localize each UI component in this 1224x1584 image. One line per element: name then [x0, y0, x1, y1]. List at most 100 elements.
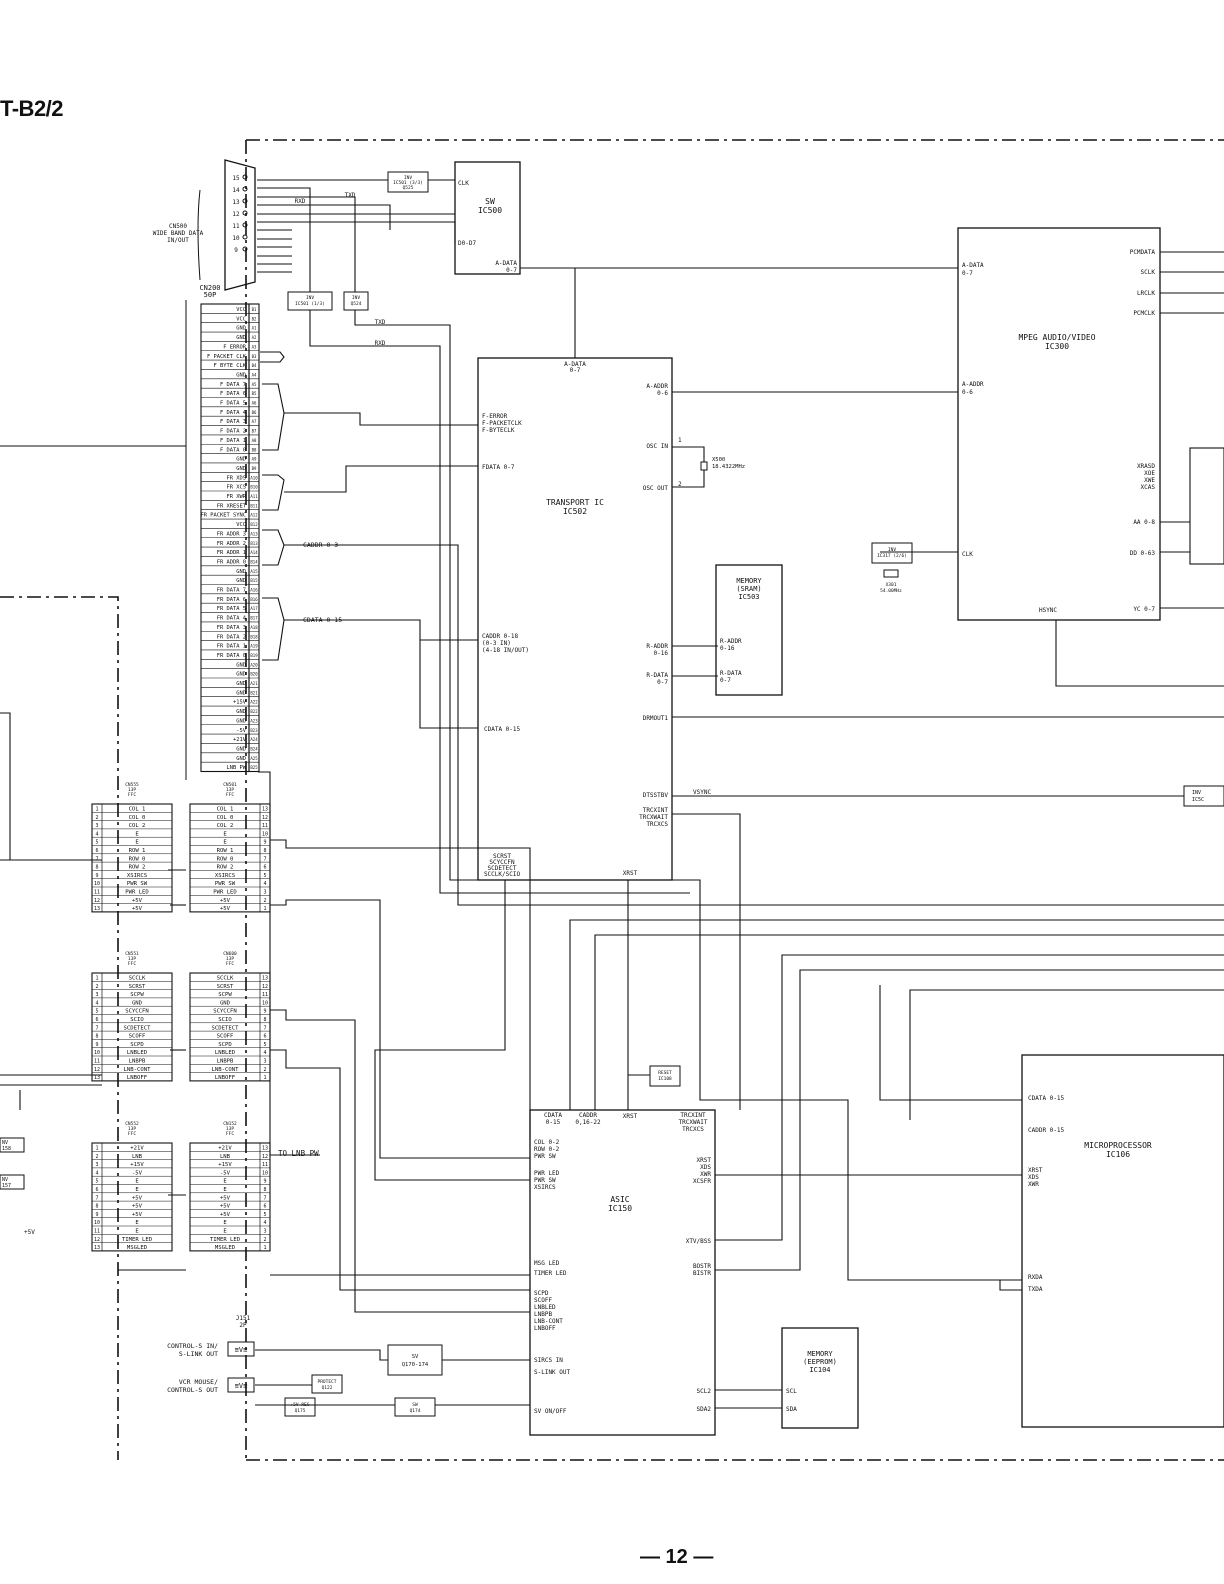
- inv-ic501-3-label: INV: [404, 175, 412, 181]
- pin-label: XOE: [1144, 470, 1155, 477]
- pin-label: TRCXINT: [643, 807, 669, 814]
- cn200-row-label: +21V: [233, 737, 247, 743]
- cn200-row-label: FR XCS: [227, 485, 246, 491]
- cn200-pin-number: B11: [250, 503, 258, 508]
- cn500-pin-number: 13: [232, 199, 240, 206]
- cn200-row-label: FR ADDR 0: [217, 559, 246, 565]
- pin-label: XCAS: [1141, 484, 1156, 491]
- cn552-row-label: +5V: [132, 1195, 143, 1201]
- crystal-x500-label: X500: [712, 457, 725, 463]
- cn501-row-label: +5V: [220, 898, 231, 904]
- cn200-row-label: GND: [236, 662, 246, 668]
- pin-label: PWR SW: [534, 1153, 556, 1160]
- cn200-pin-number: B5: [252, 391, 257, 396]
- cn152-pin-number: 3: [263, 1229, 266, 1235]
- cn600-pin-number: 7: [263, 1025, 266, 1031]
- cn200-row-label: FR DATA 2: [217, 634, 246, 640]
- pin-label: XRASD: [1137, 463, 1155, 470]
- cn200-row-label: F DATA 3: [220, 419, 246, 425]
- inv-ic501-1-label: IC501 (1/3): [295, 301, 325, 307]
- cn501-row-label: ROW 1: [217, 848, 234, 854]
- cn552-pin-number: 8: [95, 1204, 98, 1210]
- cn551-row-label: LNBPB: [129, 1059, 146, 1065]
- sw-q174-label: SW: [412, 1402, 418, 1408]
- cn555-row-label: PWR SW: [127, 881, 148, 887]
- pin-label: R-DATA: [646, 672, 668, 679]
- inv-ic501-3-box: [387, 171, 429, 193]
- cn551-row-label: LNBOFF: [127, 1075, 148, 1081]
- cn552-row-label: +5V: [132, 1212, 143, 1218]
- pin-label: TIMER LED: [534, 1270, 567, 1277]
- cn551-row-label: LNB-CONT: [124, 1067, 152, 1073]
- cn501-row-label: E: [223, 840, 227, 846]
- reset-ic108-box: [649, 1065, 681, 1087]
- cn600-row-label: SCRST: [217, 984, 234, 990]
- pin-label: SDA: [786, 1406, 797, 1413]
- txd-label: TXD: [375, 319, 386, 326]
- pin-label: CADDR: [579, 1112, 597, 1119]
- reset-ic108-label: RESET: [658, 1070, 672, 1076]
- cn600-pin-number: 10: [262, 1000, 268, 1006]
- pin-label: 0-6: [657, 390, 668, 397]
- pin-label: A-ADDR: [646, 383, 668, 390]
- cn200-row-label: GND: [236, 578, 246, 584]
- cn200-row-label: +15V: [233, 700, 247, 706]
- crystal-x500-label: 18.4322MHz: [712, 464, 745, 470]
- pin-label: (0-3 IN): [482, 640, 511, 647]
- pin-label: DTSSTBV: [643, 792, 669, 799]
- cn200-row-label: GND: [236, 335, 246, 341]
- cn152-row-label: +21V: [218, 1146, 232, 1152]
- cn552-row-label: MSGLED: [127, 1245, 148, 1251]
- cn552-pin-number: 4: [95, 1170, 98, 1176]
- pin-label: TXDA: [1028, 1286, 1043, 1293]
- pin-label: SCPD: [534, 1290, 549, 1297]
- j151-jack-symbol: ≡V≡: [235, 1382, 248, 1390]
- cn552-pin-number: 6: [95, 1187, 98, 1193]
- pin-label: OSC OUT: [643, 485, 669, 492]
- cn200-row-label: FR XWR: [227, 494, 247, 500]
- cn552-pin-number: 5: [95, 1179, 98, 1185]
- cn555-pin-number: 12: [94, 898, 100, 904]
- cn555-pin-number: 1: [95, 807, 98, 813]
- cn501-pin-number: 7: [263, 856, 266, 862]
- cn552-row-label: E: [135, 1229, 139, 1235]
- cn600-pin-number: 8: [263, 1017, 266, 1023]
- cn500-pin-number: 9: [234, 247, 238, 254]
- cn200-pin-number: A2: [252, 335, 257, 340]
- cn552-pin-number: 7: [95, 1195, 98, 1201]
- cn552-label: CN552: [125, 1121, 139, 1127]
- cn200-row-label: F DATA 1: [220, 438, 246, 444]
- cn200-pin-number: B12: [250, 522, 258, 527]
- cn200-pin-number: A16: [250, 588, 258, 593]
- cn200-row-label: GND: [236, 326, 246, 332]
- cn600-pin-number: 1: [263, 1075, 266, 1081]
- cn552-label: 13P: [128, 1126, 136, 1132]
- j151-jack-2: [227, 1377, 255, 1393]
- cn501-pin-number: 5: [263, 873, 266, 879]
- cn200-row-label: FR PACKET SYNC: [201, 513, 246, 519]
- rxd-label: RXD: [295, 198, 306, 205]
- pin-label: COL 0-2: [534, 1139, 560, 1146]
- cn501-pin-number: 10: [262, 831, 268, 837]
- cn552-pin-number: 2: [95, 1154, 98, 1160]
- cn200-pin-number: A6: [252, 401, 257, 406]
- cn200-pin-number: A11: [250, 494, 258, 499]
- cn152-row-label: E: [223, 1220, 227, 1226]
- plus5v-label: +5V: [24, 1229, 35, 1236]
- inv-ic501-1-box: [287, 291, 333, 311]
- cn152-row-label: E: [223, 1229, 227, 1235]
- cn555-pin-number: 4: [95, 831, 98, 837]
- cn152-label: 13P: [226, 1126, 234, 1132]
- inv-ic5c-label: INV: [1192, 790, 1201, 796]
- pin-label: A-DATA: [962, 262, 984, 269]
- cn600-row-label: SCOFF: [217, 1034, 234, 1040]
- sram-ic503-label: MEMORY: [736, 577, 762, 585]
- inv-ic5c-box: [1183, 785, 1224, 807]
- cn152-pin-number: 5: [263, 1212, 266, 1218]
- pin-label: CLK: [962, 551, 973, 558]
- cn551-pin-number: 10: [94, 1050, 100, 1056]
- cn501-pin-number: 11: [262, 823, 268, 829]
- inv-ic317-label: INV: [888, 547, 896, 553]
- cn551-pin-number: 13: [94, 1075, 100, 1081]
- pin-label: XRST: [623, 1113, 638, 1120]
